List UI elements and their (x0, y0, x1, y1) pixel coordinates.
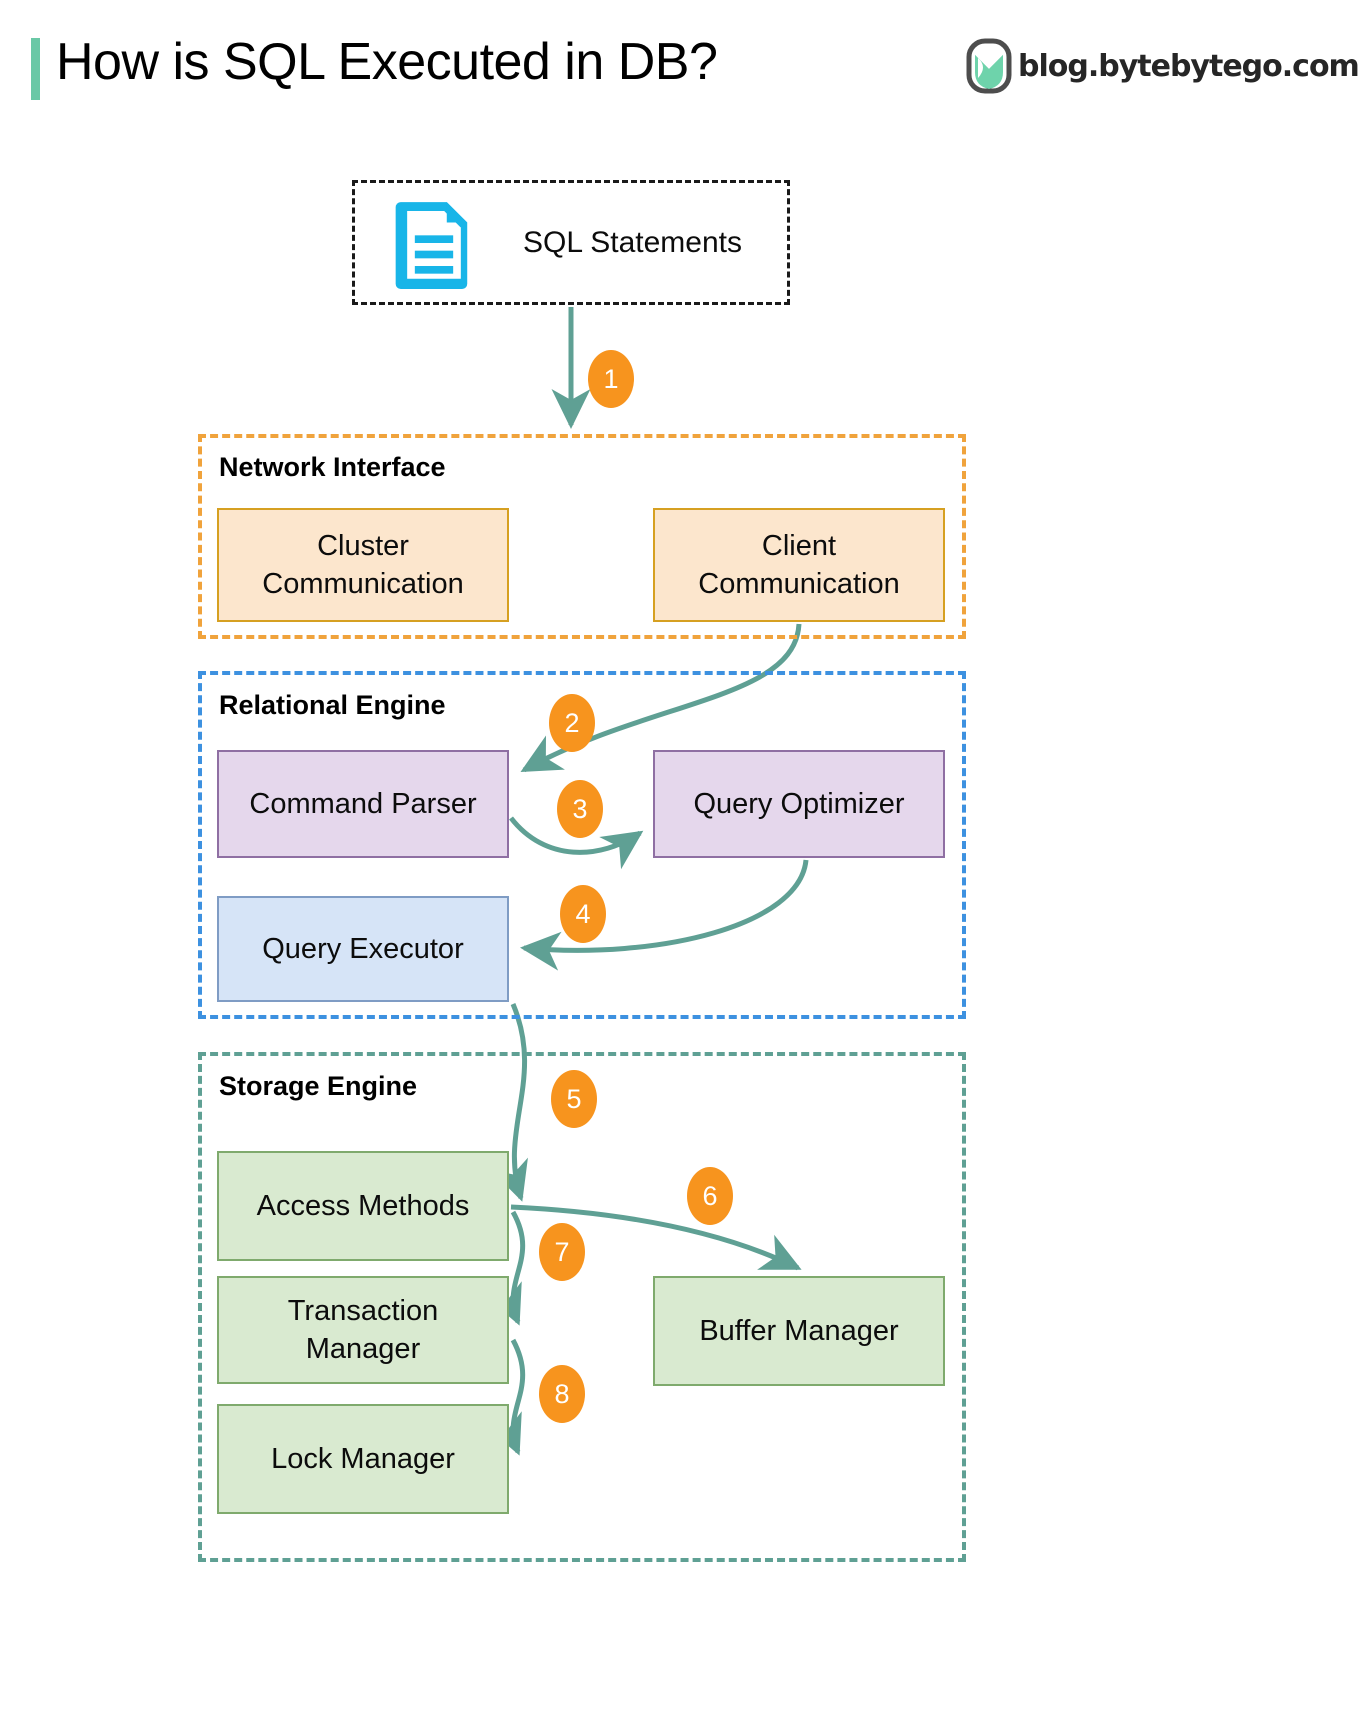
sql-statements-label: SQL Statements (523, 225, 742, 259)
node-query-executor-label: Query Executor (262, 932, 464, 965)
step-badge-8: 8 (539, 1365, 585, 1423)
node-lock-manager-label: Lock Manager (271, 1442, 455, 1475)
step-badge-1: 1 (588, 350, 634, 408)
group-network-interface-title: Network Interface (219, 452, 446, 482)
step-badge-3: 3 (557, 780, 603, 838)
page-header: How is SQL Executed in DB? blog.bytebyte… (0, 0, 1358, 140)
node-query-optimizer-label: Query Optimizer (693, 787, 905, 820)
group-network-interface (198, 434, 966, 639)
node-lock-manager[interactable]: Lock Manager (217, 1404, 509, 1514)
step-badge-7: 7 (539, 1223, 585, 1281)
node-buffer-manager-label: Buffer Manager (699, 1314, 899, 1347)
group-storage-engine-title: Storage Engine (219, 1071, 418, 1101)
brand-text: blog.bytebytego.com (1018, 48, 1358, 84)
title-accent-bar (31, 38, 40, 100)
step-badge-5: 5 (551, 1070, 597, 1128)
node-buffer-manager[interactable]: Buffer Manager (653, 1276, 945, 1386)
node-command-parser[interactable]: Command Parser (217, 750, 509, 858)
group-storage-engine (198, 1052, 966, 1562)
document-icon (395, 201, 468, 289)
sql-statements-box: SQL Statements (352, 180, 790, 305)
group-relational-engine-title: Relational Engine (219, 690, 446, 720)
node-access-methods-label: Access Methods (256, 1189, 470, 1222)
node-query-executor[interactable]: Query Executor (217, 896, 509, 1002)
step-badge-2: 2 (549, 694, 595, 752)
group-relational-engine (198, 671, 966, 1019)
step-badge-6: 6 (687, 1167, 733, 1225)
node-command-parser-label: Command Parser (249, 787, 477, 820)
bytebytego-logo-icon (966, 38, 1012, 94)
page-title: How is SQL Executed in DB? (56, 33, 718, 91)
node-query-optimizer[interactable]: Query Optimizer (653, 750, 945, 858)
node-access-methods[interactable]: Access Methods (217, 1151, 509, 1261)
brand-watermark: blog.bytebytego.com (966, 38, 1358, 94)
step-badge-4: 4 (560, 885, 606, 943)
